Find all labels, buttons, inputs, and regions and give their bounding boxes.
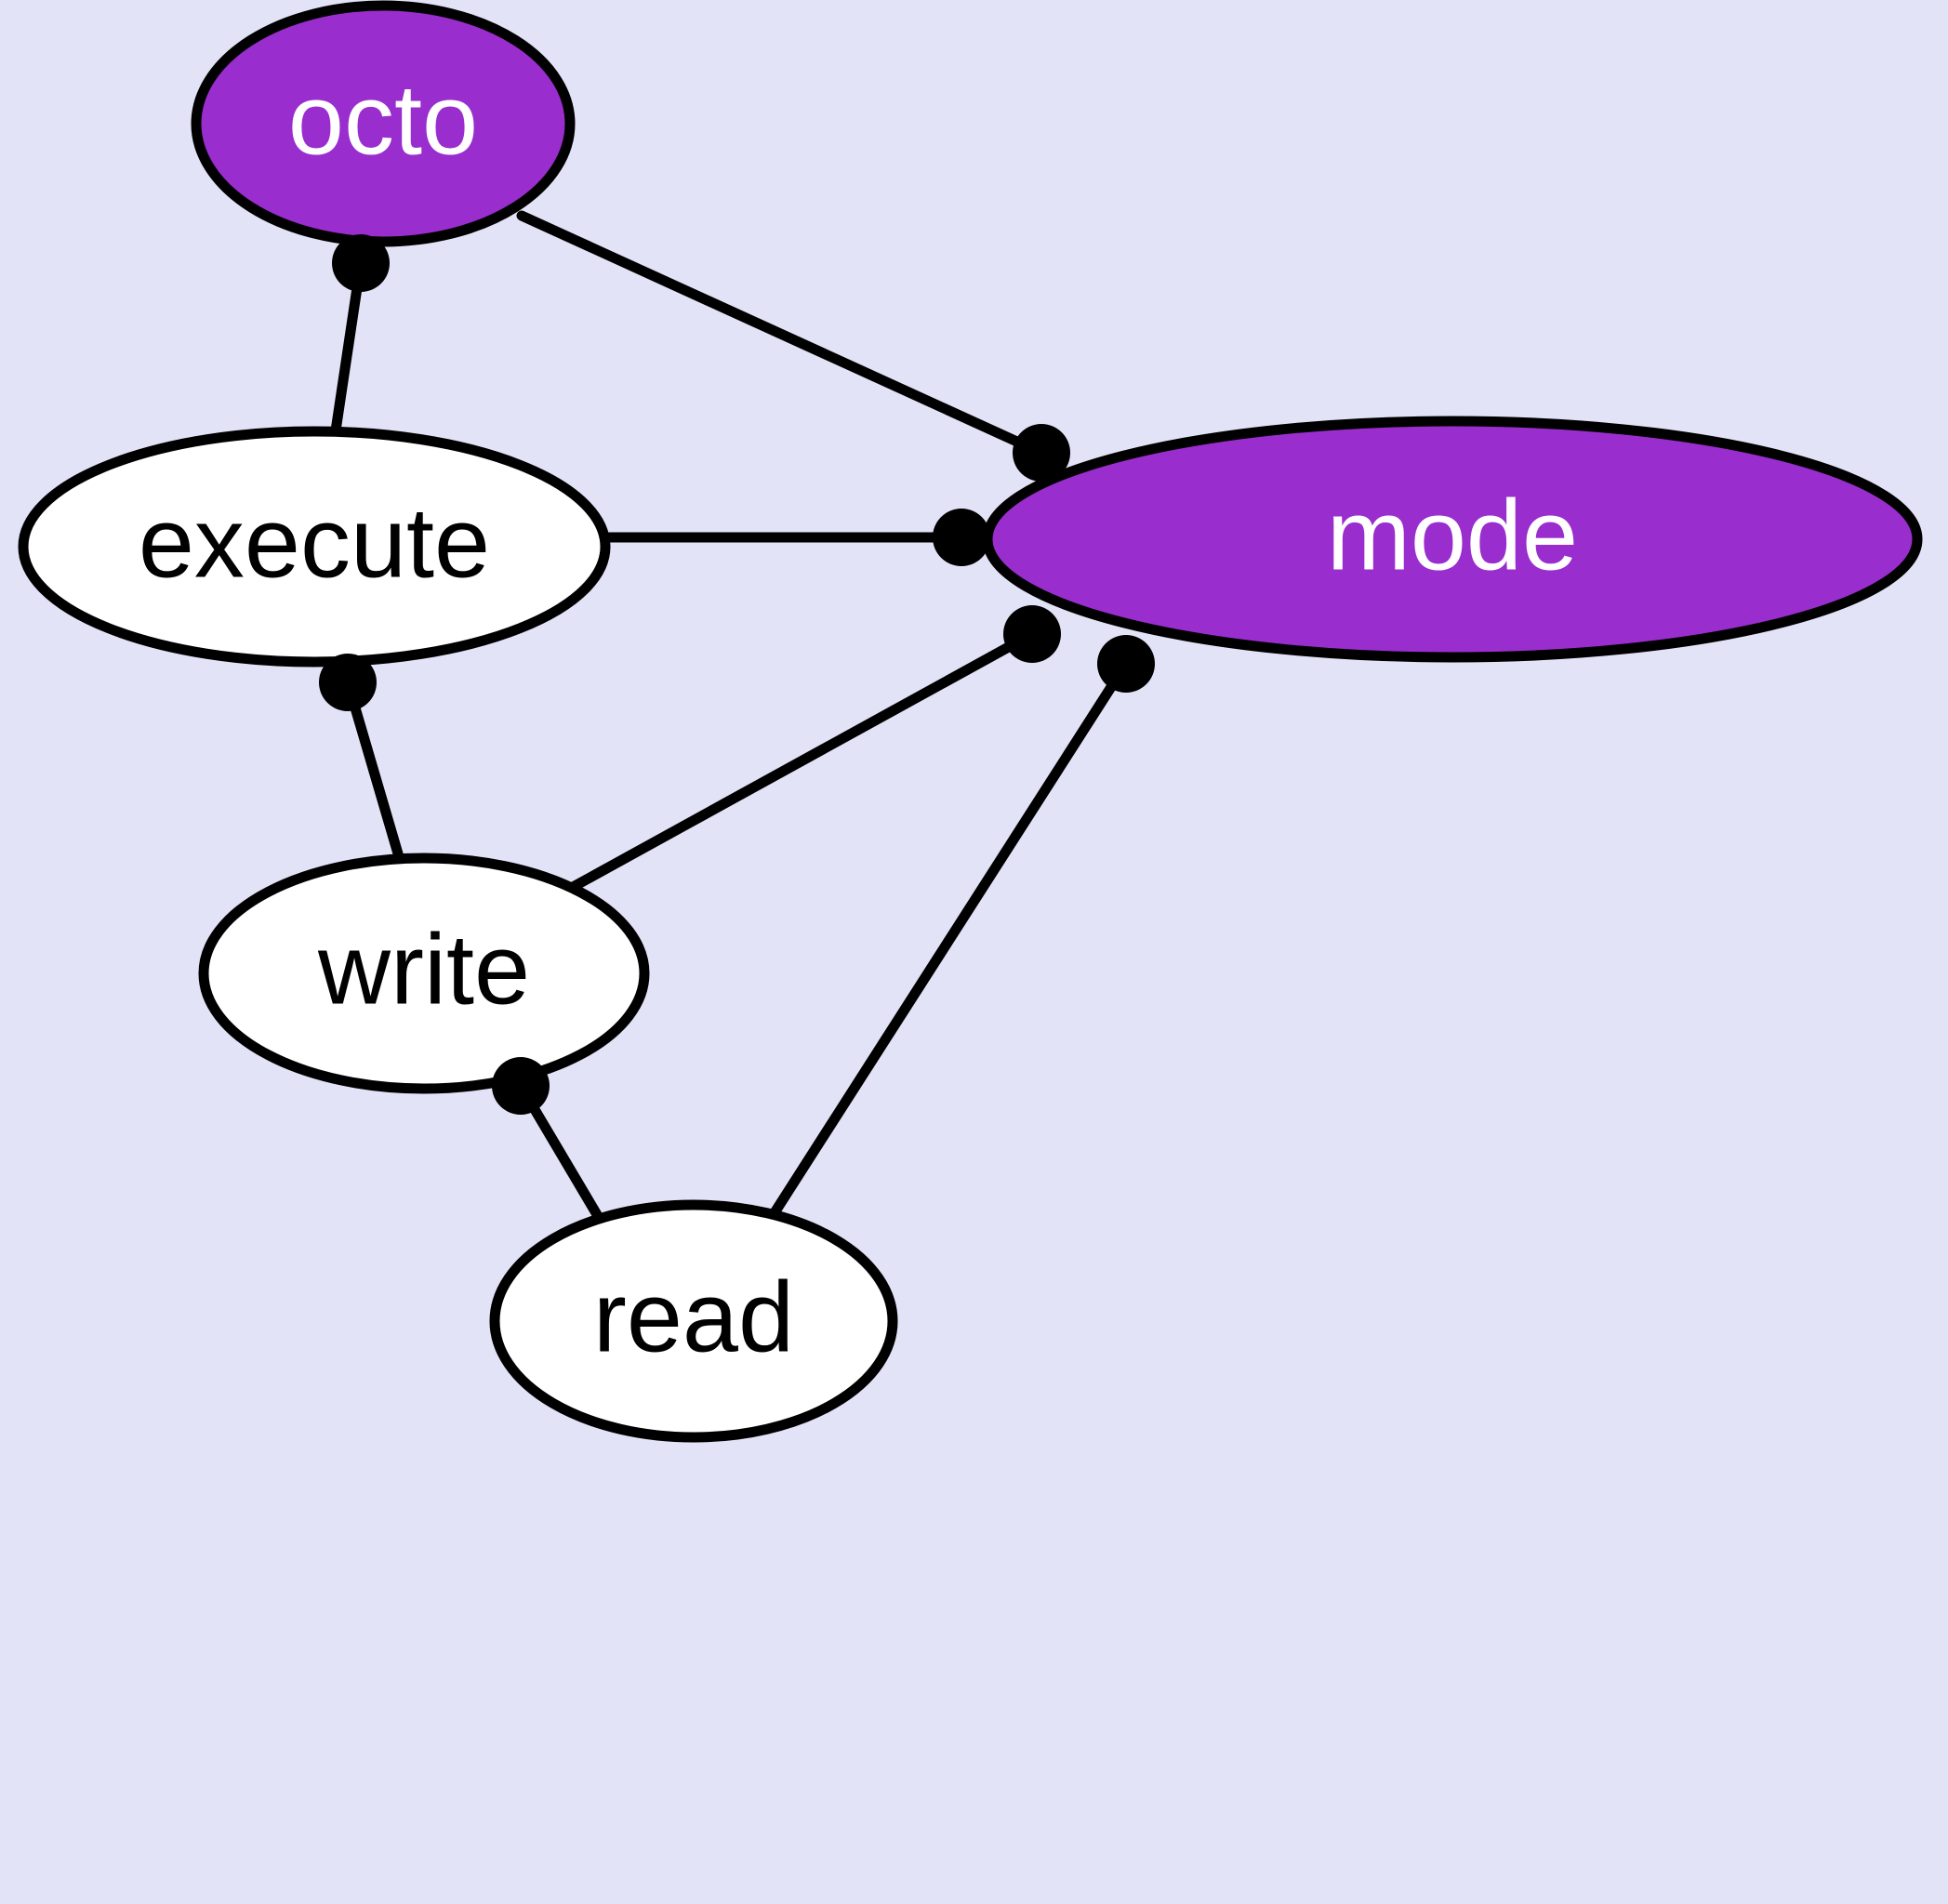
edge-endpoint-octo-execute[interactable] bbox=[332, 234, 390, 292]
node-execute[interactable]: execute bbox=[18, 426, 611, 668]
edge-endpoint-execute-write[interactable] bbox=[319, 654, 377, 711]
edge-endpoint-octo-mode[interactable] bbox=[1013, 424, 1070, 482]
node-label-execute: execute bbox=[139, 486, 490, 599]
node-label-write: write bbox=[317, 913, 530, 1025]
edge-endpoint-write-mode[interactable] bbox=[1003, 605, 1061, 663]
node-label-octo: octo bbox=[288, 63, 478, 176]
edge-write-mode[interactable] bbox=[561, 628, 1038, 896]
edge-endpoint-execute-mode[interactable] bbox=[933, 509, 990, 566]
edge-endpoints-layer bbox=[319, 234, 1155, 1115]
node-label-mode: mode bbox=[1327, 479, 1578, 591]
edge-execute-write[interactable] bbox=[342, 677, 405, 866]
edges-layer bbox=[329, 210, 1132, 1237]
node-shape-octo[interactable] bbox=[191, 0, 576, 247]
edge-read-mode[interactable] bbox=[760, 658, 1132, 1233]
node-label-read: read bbox=[593, 1261, 794, 1373]
node-write[interactable]: write bbox=[198, 853, 650, 1094]
node-mode[interactable]: mode bbox=[982, 416, 1923, 663]
edge-endpoint-write-read[interactable] bbox=[492, 1057, 550, 1115]
edge-octo-mode[interactable] bbox=[516, 210, 1047, 458]
edge-octo-execute[interactable] bbox=[329, 258, 366, 443]
node-shape-write[interactable] bbox=[198, 853, 650, 1094]
edge-endpoint-read-mode[interactable] bbox=[1097, 635, 1155, 693]
node-shape-read[interactable] bbox=[489, 1199, 898, 1443]
nodes-layer: octo execute mode write read bbox=[18, 0, 1923, 1443]
node-shape-execute[interactable] bbox=[18, 426, 611, 668]
node-octo[interactable]: octo bbox=[191, 0, 576, 247]
node-read[interactable]: read bbox=[489, 1199, 898, 1443]
